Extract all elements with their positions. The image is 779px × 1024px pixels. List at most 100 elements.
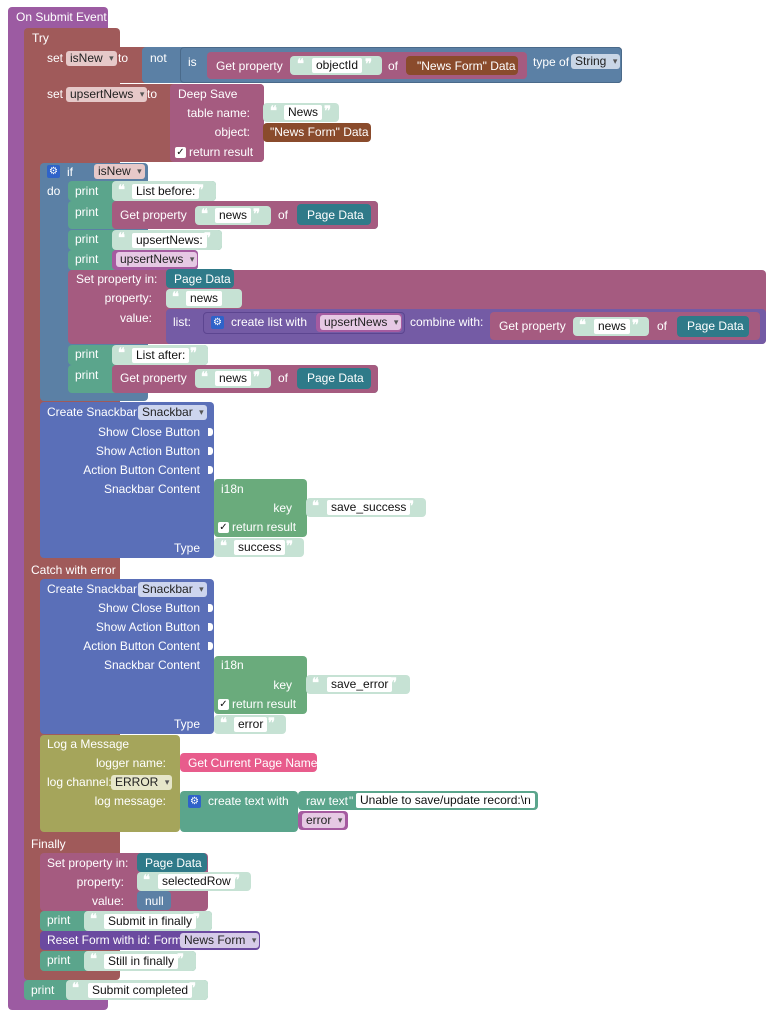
news-form-data-block-2[interactable] xyxy=(263,123,371,142)
of-label: of xyxy=(278,208,289,222)
print-label: print xyxy=(31,983,55,997)
still-in-finally-text[interactable]: Still in finally xyxy=(104,954,179,969)
list-after-text[interactable]: List after: xyxy=(132,348,190,363)
list-before-text[interactable]: List before: xyxy=(132,184,200,199)
gear-icon[interactable]: ⚙ xyxy=(47,165,60,178)
quote-open-icon: ❝ xyxy=(220,716,227,731)
gear-icon[interactable]: ⚙ xyxy=(211,316,224,329)
type-dropdown-string[interactable]: String xyxy=(571,54,621,69)
quote-open-icon: ❝ xyxy=(312,499,319,514)
i18n-block[interactable] xyxy=(214,479,307,537)
print-label: print xyxy=(75,347,99,361)
submit-in-finally-text[interactable]: Submit in finally xyxy=(104,914,197,929)
snackbar-type-dropdown[interactable]: Snackbar xyxy=(138,405,207,420)
get-property-label: Get property xyxy=(120,208,187,222)
quote-open-icon: ❝ xyxy=(220,539,227,554)
submit-completed-text[interactable]: Submit completed xyxy=(88,983,193,998)
create-snackbar-block[interactable] xyxy=(40,579,214,734)
input-socket[interactable] xyxy=(208,466,213,474)
create-snackbar-block[interactable] xyxy=(40,402,214,558)
type-text-success[interactable]: success xyxy=(234,540,286,555)
log-channel-label: log channel: xyxy=(47,775,112,789)
set-property-label: Set property in: xyxy=(76,272,158,286)
return-result-checkbox[interactable]: ✓ xyxy=(218,699,229,710)
page-data-block[interactable] xyxy=(166,269,234,288)
return-result-checkbox[interactable]: ✓ xyxy=(175,147,186,158)
finally-block-header[interactable] xyxy=(24,834,120,854)
quote-close-icon: " xyxy=(527,794,532,808)
list-label: list: xyxy=(173,315,191,329)
of-label: of xyxy=(657,319,668,333)
log-channel-dropdown[interactable]: ERROR xyxy=(111,775,173,790)
input-socket[interactable] xyxy=(208,623,213,631)
variable-dropdown-error[interactable]: error xyxy=(302,813,346,828)
page-data-block[interactable] xyxy=(297,204,371,225)
to-label: to xyxy=(118,51,129,65)
object-data-label: "News Form" Data xyxy=(270,125,369,139)
news-key-text[interactable]: news xyxy=(215,208,252,223)
variable-dropdown-upsertnews[interactable]: upsertNews xyxy=(66,87,148,102)
i18n-label: i18n xyxy=(221,658,244,672)
null-block[interactable] xyxy=(137,891,171,910)
show-close-button-label: Show Close Button xyxy=(97,601,200,615)
type-of-label: type of xyxy=(533,55,570,69)
variable-dropdown-isnew[interactable]: isNew xyxy=(66,51,117,66)
variable-dropdown-isnew-cond[interactable]: isNew xyxy=(94,164,145,179)
variable-dropdown-upsertnews-print[interactable]: upsertNews xyxy=(116,252,198,267)
news-key-text[interactable]: news xyxy=(594,319,631,334)
null-label: null xyxy=(145,894,164,908)
print-label: print xyxy=(75,252,99,266)
type-text-error[interactable]: error xyxy=(234,717,268,732)
raw-text-label: raw text xyxy=(306,794,349,808)
quote-open-icon: ❝ xyxy=(143,873,150,888)
not-label: not xyxy=(150,51,167,65)
form-dropdown-news-form[interactable]: News Form xyxy=(180,933,260,948)
type-label: Type xyxy=(173,717,200,731)
page-data-label: Page Data xyxy=(174,272,231,286)
quote-open-icon: " xyxy=(349,794,354,808)
i18n-block[interactable] xyxy=(214,656,307,714)
quote-open-icon: ❝ xyxy=(201,370,208,385)
table-name-label: table name: xyxy=(187,106,250,120)
news-form-data-block[interactable] xyxy=(406,56,518,75)
save-error-text[interactable]: save_error xyxy=(327,677,393,692)
input-socket[interactable] xyxy=(208,604,213,612)
quote-close-icon: ❞ xyxy=(233,873,240,888)
combine-with-label: combine with: xyxy=(410,315,484,329)
do-label: do xyxy=(47,184,61,198)
quote-close-icon: ❞ xyxy=(268,716,275,731)
key-label: key xyxy=(273,501,292,515)
property-text[interactable]: news xyxy=(186,291,223,306)
action-button-content-label: Action Button Content xyxy=(83,639,200,653)
input-socket[interactable] xyxy=(208,428,213,436)
variable-dropdown-upsertnews-list[interactable]: upsertNews xyxy=(320,315,402,330)
show-action-button-label: Show Action Button xyxy=(95,444,200,458)
snackbar-type-dropdown[interactable]: Snackbar xyxy=(138,582,207,597)
page-data-label: Page Data xyxy=(307,371,364,385)
news-key-text[interactable]: news xyxy=(215,371,252,386)
page-data-block[interactable] xyxy=(677,316,749,337)
input-socket[interactable] xyxy=(208,642,213,650)
upsertnews-text[interactable]: upsertNews: xyxy=(132,233,207,248)
quote-close-icon: ❞ xyxy=(390,676,397,691)
action-button-content-label: Action Button Content xyxy=(83,463,200,477)
return-result-checkbox[interactable]: ✓ xyxy=(218,522,229,533)
gear-icon[interactable]: ⚙ xyxy=(188,795,201,808)
save-success-text[interactable]: save_success xyxy=(327,500,411,515)
catch-block-header[interactable] xyxy=(24,560,120,580)
page-data-block[interactable] xyxy=(297,368,371,389)
input-socket[interactable] xyxy=(208,447,213,455)
to-label-2: to xyxy=(147,87,158,101)
quote-open-icon: ❝ xyxy=(579,318,586,333)
get-current-page-name-block[interactable] xyxy=(180,753,317,772)
raw-text-value[interactable]: Unable to save/update record:\n xyxy=(356,793,535,808)
page-data-block[interactable] xyxy=(137,853,207,872)
catch-label: Catch with error xyxy=(31,563,116,577)
return-result-label: return result xyxy=(189,145,254,159)
quote-close-icon: ❞ xyxy=(253,370,260,385)
selected-row-text[interactable]: selectedRow xyxy=(158,874,235,889)
quote-close-icon: ❞ xyxy=(177,952,184,967)
quote-close-icon: ❞ xyxy=(365,57,372,72)
objectid-text[interactable]: objectId xyxy=(312,58,363,73)
table-name-text[interactable]: News xyxy=(284,105,323,120)
